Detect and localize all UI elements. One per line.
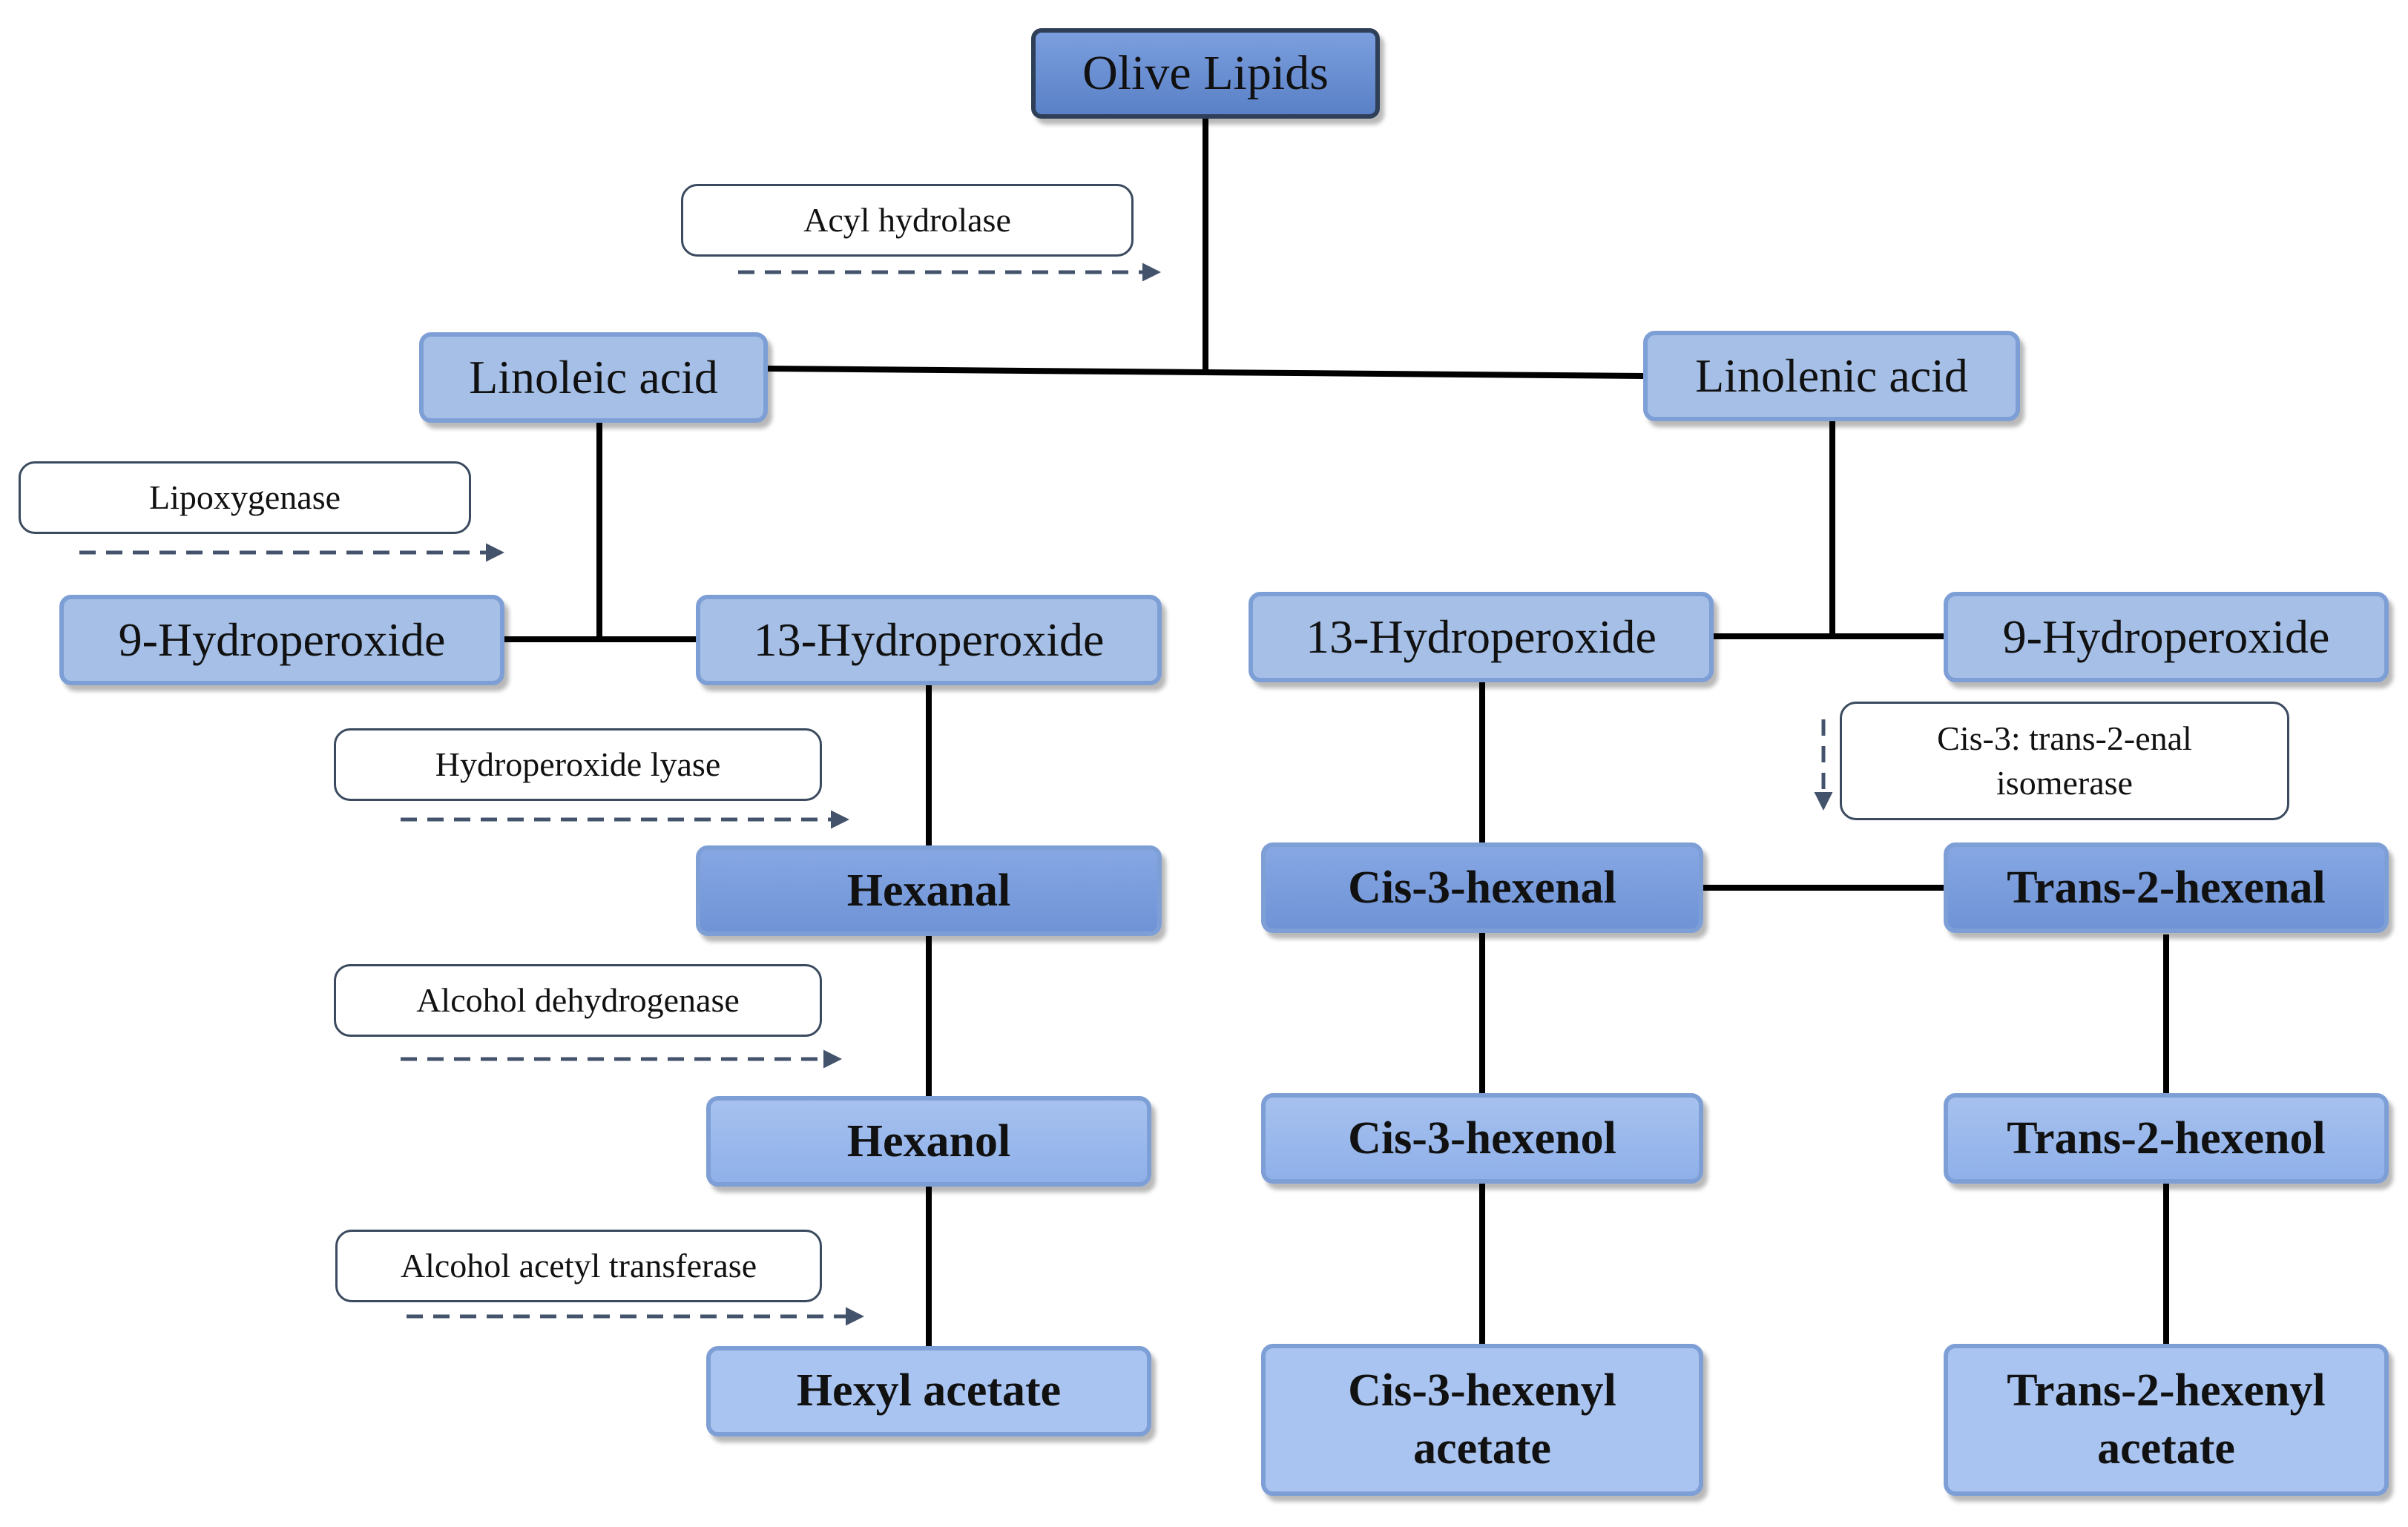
enzyme-alcohol-dehydrogenase: Alcohol dehydrogenase bbox=[334, 964, 822, 1037]
connector-linolenic bbox=[1205, 369, 1644, 379]
node-cis-3-hexenol: Cis-3-hexenol bbox=[1261, 1093, 1703, 1184]
enzyme-isomerase-label-line1: Cis-3: trans-2-enal bbox=[1937, 719, 2192, 758]
node-linoleic-acid: Linoleic acid bbox=[419, 332, 768, 423]
connector-linoleic bbox=[767, 366, 1206, 375]
node-trans-2-hexenol-label: Trans-2-hexenol bbox=[2007, 1112, 2326, 1164]
node-cis-3-hexenyl-acetate-label-line2: acetate bbox=[1413, 1422, 1551, 1474]
node-trans-2-hexenyl-acetate: Trans-2-hexenyl acetate bbox=[1944, 1344, 2389, 1496]
node-hexyl-acetate-label: Hexyl acetate bbox=[796, 1365, 1062, 1416]
node-left-9-hydroperoxide: 9-Hydroperoxide bbox=[59, 595, 504, 685]
node-left-9-hydroperoxide-label: 9-Hydroperoxide bbox=[118, 613, 446, 666]
node-olive-lipids-label: Olive Lipids bbox=[1082, 46, 1329, 100]
node-cis-3-hexenal-label: Cis-3-hexenal bbox=[1348, 862, 1616, 913]
node-hexyl-acetate: Hexyl acetate bbox=[706, 1346, 1151, 1437]
node-hexanol: Hexanol bbox=[706, 1096, 1151, 1187]
node-trans-2-hexenal-label: Trans-2-hexenal bbox=[2007, 862, 2326, 913]
node-cis-3-hexenyl-acetate-label-line1: Cis-3-hexenyl bbox=[1348, 1365, 1616, 1416]
node-trans-2-hexenyl-acetate-label-line2: acetate bbox=[2097, 1422, 2235, 1474]
node-trans-2-hexenol: Trans-2-hexenol bbox=[1944, 1093, 2389, 1184]
enzyme-alcohol-dehydrogenase-label: Alcohol dehydrogenase bbox=[416, 981, 740, 1020]
node-cis-3-hexenyl-acetate: Cis-3-hexenyl acetate bbox=[1261, 1344, 1703, 1496]
node-right-9-hydroperoxide: 9-Hydroperoxide bbox=[1944, 592, 2389, 682]
node-trans-2-hexenyl-acetate-label-line1: Trans-2-hexenyl bbox=[2007, 1365, 2326, 1416]
enzyme-acyl-hydrolase: Acyl hydrolase bbox=[681, 184, 1134, 257]
node-olive-lipids: Olive Lipids bbox=[1031, 28, 1380, 119]
node-hexanol-label: Hexanol bbox=[846, 1115, 1011, 1167]
node-hexanal-label: Hexanal bbox=[846, 865, 1011, 916]
enzyme-isomerase: Cis-3: trans-2-enal isomerase bbox=[1840, 702, 2289, 820]
node-linolenic-acid: Linolenic acid bbox=[1643, 331, 2020, 421]
enzyme-alcohol-acetyl-transferase: Alcohol acetyl transferase bbox=[335, 1230, 822, 1302]
node-trans-2-hexenal: Trans-2-hexenal bbox=[1944, 842, 2389, 933]
node-right-13-hydroperoxide-label: 13-Hydroperoxide bbox=[1306, 610, 1657, 663]
enzyme-hydroperoxide-lyase: Hydroperoxide lyase bbox=[334, 728, 822, 801]
node-cis-3-hexenal: Cis-3-hexenal bbox=[1261, 842, 1703, 933]
enzyme-hydroperoxide-lyase-label: Hydroperoxide lyase bbox=[435, 745, 721, 784]
enzyme-acyl-hydrolase-label: Acyl hydrolase bbox=[803, 201, 1011, 240]
enzyme-lipoxygenase: Lipoxygenase bbox=[19, 461, 471, 534]
node-cis-3-hexenol-label: Cis-3-hexenol bbox=[1348, 1112, 1616, 1164]
node-right-9-hydroperoxide-label: 9-Hydroperoxide bbox=[2002, 610, 2330, 663]
node-linoleic-acid-label: Linoleic acid bbox=[469, 351, 718, 403]
node-linolenic-acid-label: Linolenic acid bbox=[1695, 349, 1968, 402]
node-left-13-hydroperoxide: 13-Hydroperoxide bbox=[696, 595, 1162, 685]
enzyme-lipoxygenase-label: Lipoxygenase bbox=[148, 478, 341, 517]
enzyme-alcohol-acetyl-transferase-label: Alcohol acetyl transferase bbox=[400, 1247, 757, 1285]
node-hexanal: Hexanal bbox=[696, 845, 1162, 936]
node-right-13-hydroperoxide: 13-Hydroperoxide bbox=[1249, 592, 1714, 682]
node-left-13-hydroperoxide-label: 13-Hydroperoxide bbox=[753, 613, 1105, 666]
enzyme-isomerase-label-line2: isomerase bbox=[1996, 764, 2133, 802]
